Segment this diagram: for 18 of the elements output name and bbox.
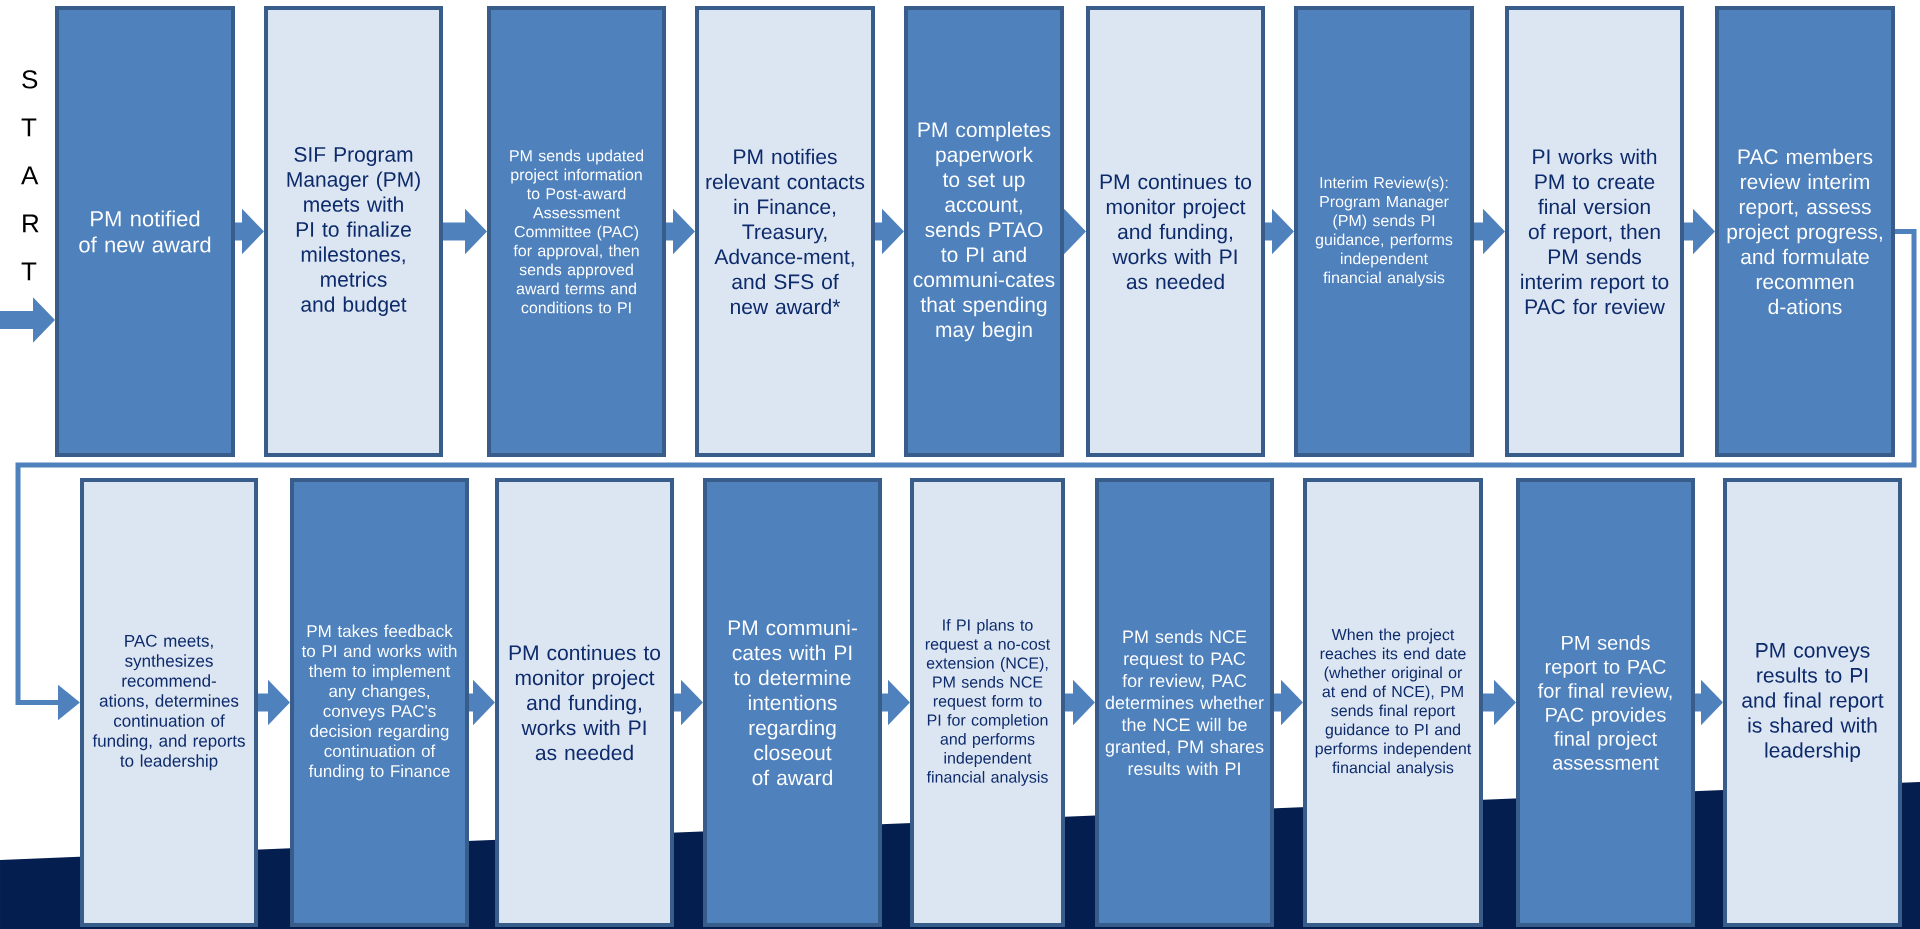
process-box: PM continues to monitor project and funding, works with PI as needed (1086, 6, 1265, 457)
process-box: Interim Review(s): Program Manager (PM) sends PI guidance, performs independent financial analysis (1294, 6, 1474, 457)
process-box: PM sends NCE request to PAC for review, PAC determines whether the NCE will be granted, PM shares results with PI (1095, 478, 1274, 927)
process-box: PAC meets, synthesizes recommend-ations, determines continuation of funding, and reports to leadership (80, 478, 258, 927)
process-box: If PI plans to request a no-cost extension (NCE), PM sends NCE request form to PI for completion and performs independent financial analysis (910, 478, 1065, 927)
process-box: PM communi-cates with PI to determine intentions regarding closeout of award (703, 478, 882, 927)
process-box: PM notifies relevant contacts in Finance, Treasury, Advance-ment, and SFS of new award* (695, 6, 875, 457)
process-box: PM sends updated project information to Post-award Assessment Committee (PAC) for approval, then sends approved award terms and conditions to PI (487, 6, 666, 457)
process-box: PM conveys results to PI and final report is shared with leadership (1723, 478, 1902, 927)
process-box: SIF Program Manager (PM) meets with PI to finalize milestones, metrics and budget (264, 6, 443, 457)
process-box: PM completes paperwork to set up account, sends PTAO to PI and communi-cates that spending may begin (904, 6, 1064, 457)
process-box: PAC members review interim report, assess project progress, and formulate recommen d-ations (1715, 6, 1895, 457)
process-box: PM continues to monitor project and funding, works with PI as needed (495, 478, 674, 927)
process-box: PM sends report to PAC for final review, PAC provides final project assessment (1516, 478, 1695, 927)
process-box: PM takes feedback to PI and works with them to implement any changes, conveys PAC's decision regarding continuation of funding to Finance (290, 478, 469, 927)
process-box: PI works with PM to create final version of report, then PM sends interim report to PAC for review (1505, 6, 1684, 457)
process-box: When the project reaches its end date (whether original or at end of NCE), PM sends final report guidance to PI and performs independent financial analysis (1303, 478, 1483, 927)
process-box: PM notified of new award (55, 6, 235, 457)
